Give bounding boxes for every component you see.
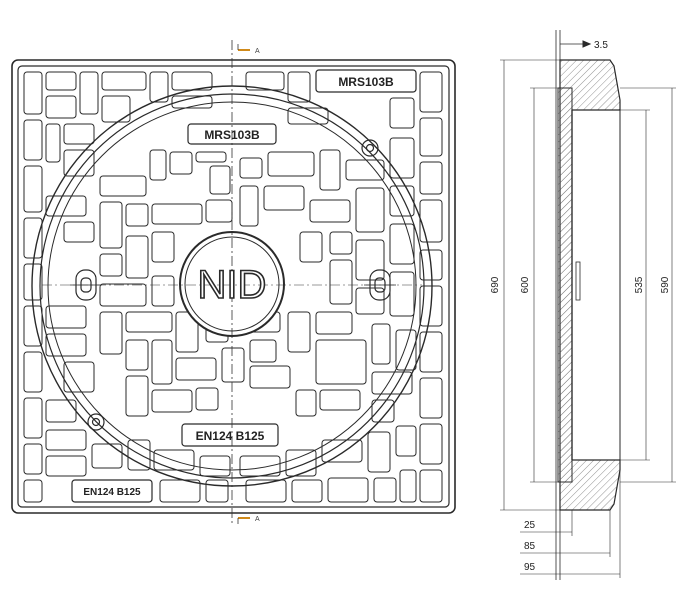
outer-frame	[11, 59, 456, 514]
marking-bottom-left: EN124 B125	[83, 487, 141, 498]
dim-top-offset: 3.5	[594, 40, 608, 51]
section-mark-top: A	[255, 48, 260, 55]
ring-lugs	[87, 139, 379, 431]
lug-top-right	[361, 139, 379, 157]
section-view	[500, 30, 676, 580]
dim-frame-inner: 590	[660, 276, 671, 293]
marking-plate-ring-bottom	[181, 423, 279, 447]
dim-inner-opening: 535	[634, 276, 645, 293]
marking-ring-bottom: EN124 B125	[196, 429, 265, 443]
marking-plate-top-right	[315, 69, 417, 93]
section-markers: A A	[237, 44, 260, 524]
dim-depth-85: 85	[524, 541, 536, 552]
marking-plate-bottom-left	[71, 479, 153, 503]
dim-overall-height: 690	[490, 276, 501, 293]
dim-depth-25: 25	[524, 520, 536, 531]
marking-ring-top: MRS103B	[204, 128, 260, 142]
dim-lid-height: 600	[520, 276, 531, 293]
dim-depth-95: 95	[524, 562, 536, 573]
section-mark-bottom: A	[255, 516, 260, 523]
inner-frame	[17, 65, 450, 508]
marking-top-right: MRS103B	[338, 75, 394, 89]
plan-view	[11, 40, 456, 525]
slot-grid	[23, 69, 443, 503]
logo-text: NID	[198, 263, 267, 307]
lug-bottom-left	[87, 413, 105, 431]
